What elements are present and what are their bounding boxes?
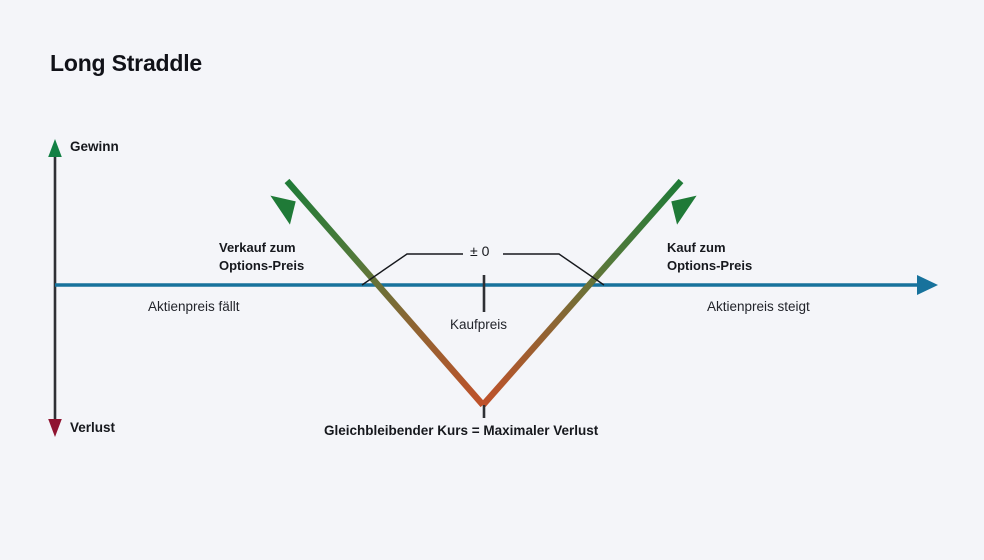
axis-label-price-falling: Aktienpreis fällt	[148, 299, 240, 314]
callout-buy-option-price: Kauf zum Options-Preis	[667, 240, 753, 273]
axis-label-price-rising: Aktienpreis steigt	[707, 299, 810, 314]
right-arrow-icon	[917, 275, 938, 295]
down-arrow-icon	[48, 419, 62, 437]
strike-price-label: Kaufpreis	[450, 317, 508, 332]
axis-label-loss: Verlust	[70, 420, 116, 435]
page-title: Long Straddle	[50, 50, 203, 76]
max-loss-label: Gleichbleibender Kurs = Maximaler Verlus…	[324, 423, 599, 438]
payoff-curve	[270, 178, 697, 408]
left-profit-arrow-icon	[270, 195, 296, 225]
breakeven-label: ± 0	[470, 243, 490, 259]
breakeven-leader-lines	[361, 253, 605, 286]
callout-sell-option-price: Verkauf zum Options-Preis	[219, 240, 305, 273]
up-arrow-icon	[48, 139, 62, 157]
horizontal-axis	[55, 275, 938, 295]
axis-label-profit: Gewinn	[70, 139, 119, 154]
vertical-axis	[48, 139, 62, 437]
right-profit-arrow-icon	[671, 195, 697, 225]
